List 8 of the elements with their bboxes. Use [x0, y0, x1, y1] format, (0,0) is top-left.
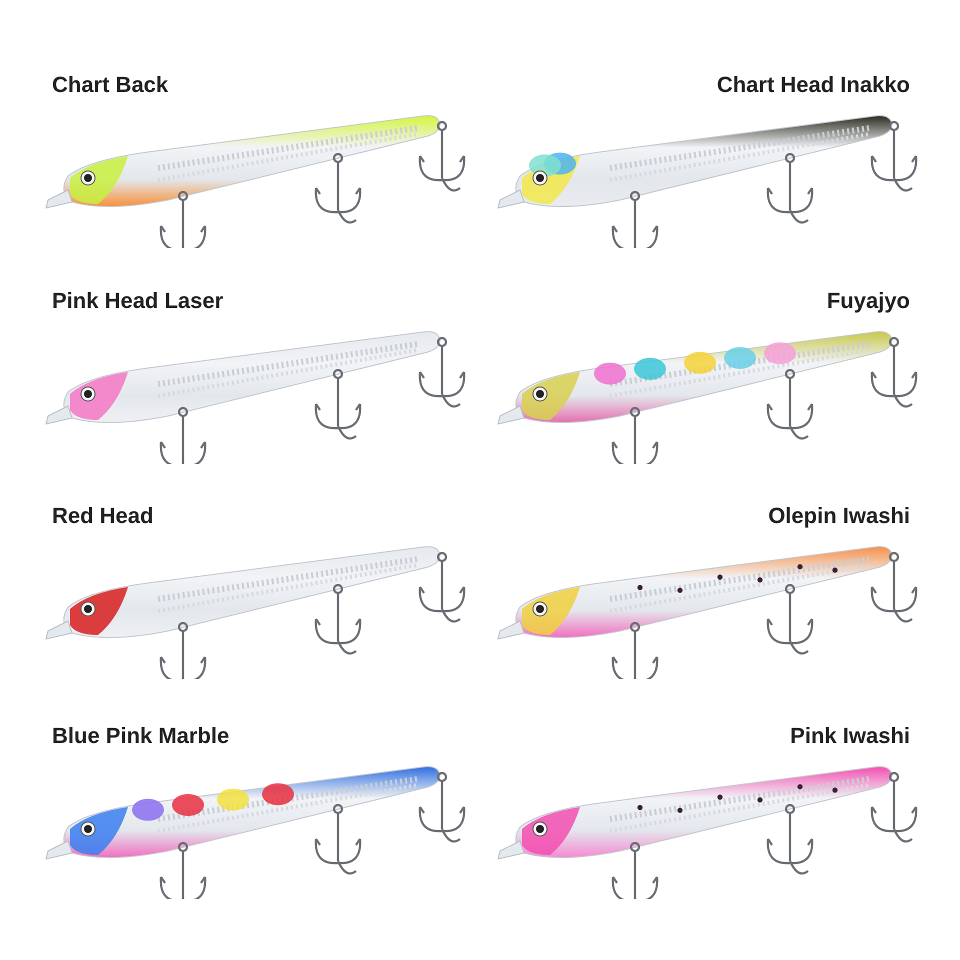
color-name: Red Head — [52, 502, 154, 530]
color-name: Blue Pink Marble — [52, 722, 230, 750]
color-name: Pink Iwashi — [790, 722, 910, 750]
color-name: Chart Back — [52, 71, 168, 99]
color-name: Olepin Iwashi — [768, 502, 910, 530]
color-name: Fuyajyo — [826, 287, 910, 315]
color-name: Chart Head Inakko — [716, 71, 910, 99]
color-name: Pink Head Laser — [52, 287, 224, 315]
